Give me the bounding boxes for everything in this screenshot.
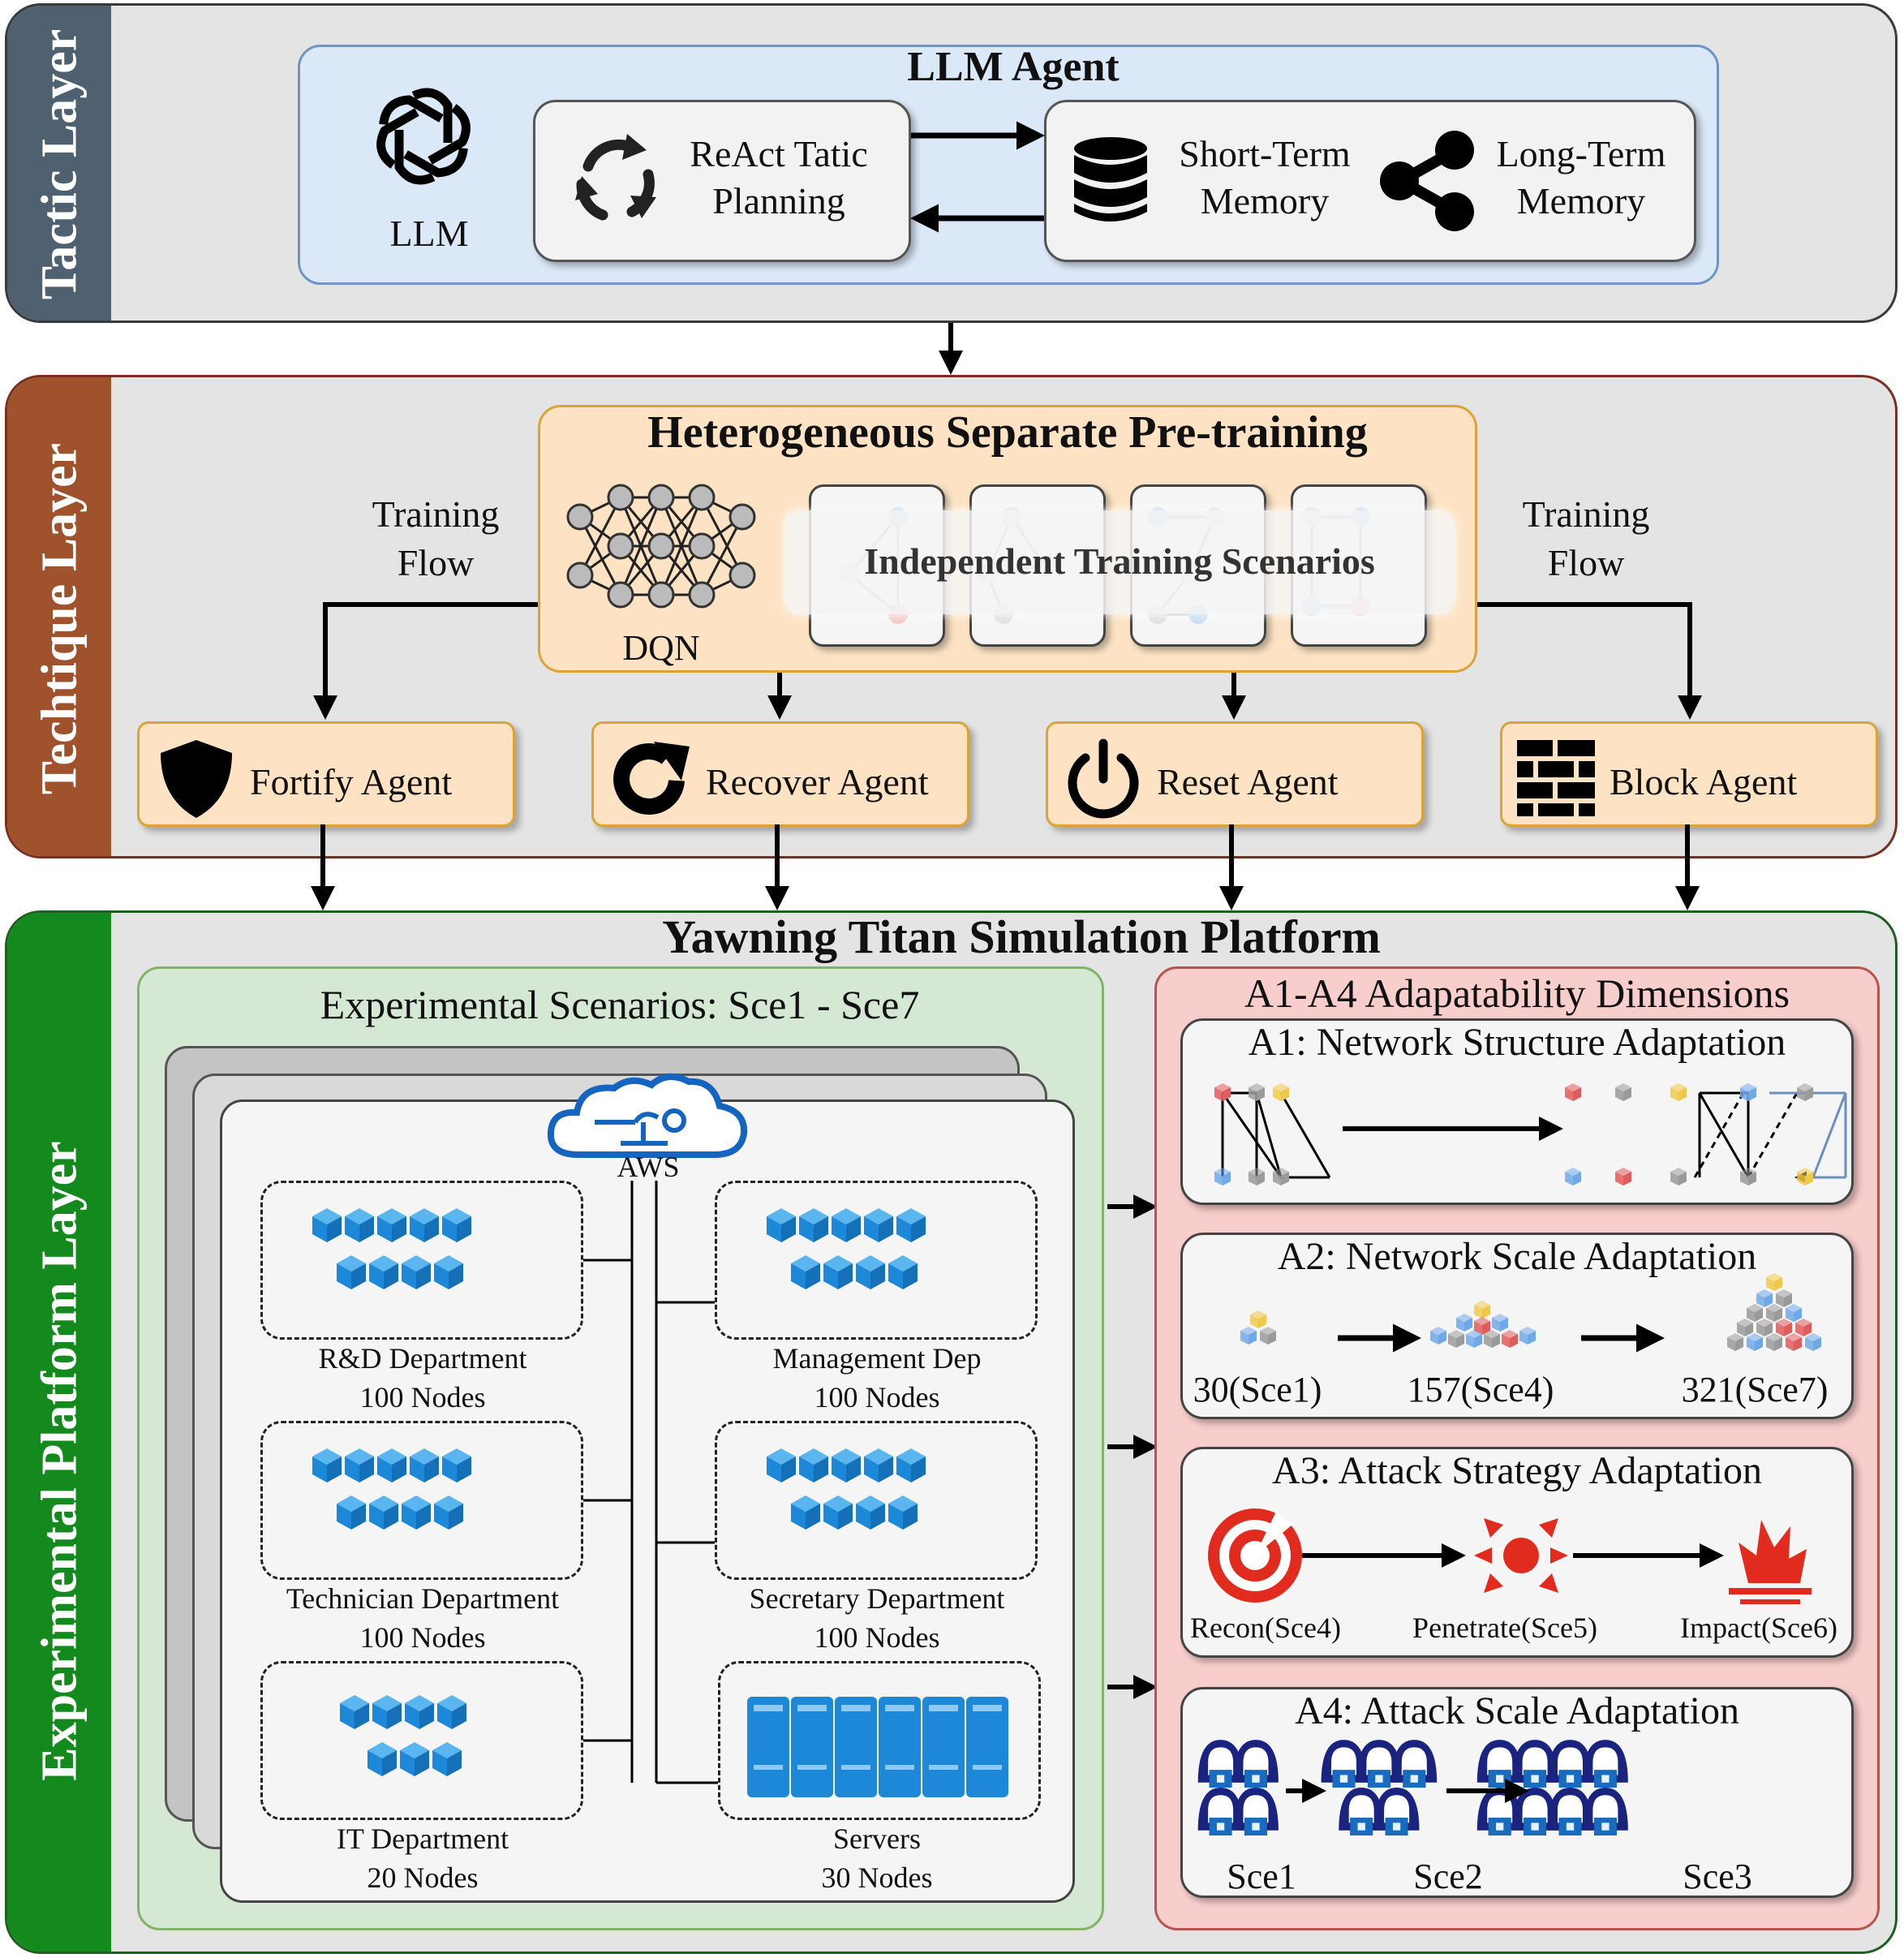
a4-label-2: Sce2 — [1413, 1857, 1483, 1896]
a3-title: A3: Attack Strategy Adaptation — [1272, 1449, 1762, 1492]
a4-label-3: Sce3 — [1683, 1857, 1752, 1896]
react-label-line2: Planning — [712, 180, 845, 222]
platform-title: Yawning Titan Simulation Platform — [662, 910, 1381, 963]
llm-agent-title: LLM Agent — [907, 44, 1120, 90]
impact-explosion-icon — [1729, 1520, 1812, 1604]
fortify-agent-label: Fortify Agent — [250, 761, 453, 803]
a3-strategy-graphic — [1208, 1508, 1812, 1604]
training-flow-left-line2: Flow — [397, 542, 475, 583]
long-term-memory-line2: Memory — [1516, 180, 1646, 222]
platform-layer-tab — [7, 913, 111, 1952]
server-racks — [747, 1697, 1008, 1797]
dept-it-name: IT Department — [336, 1822, 509, 1855]
a3-label-3: Impact(Sce6) — [1680, 1612, 1837, 1644]
dept-servers-box — [718, 1661, 1041, 1820]
aws-label: AWS — [617, 1151, 680, 1183]
dqn-label: DQN — [622, 628, 700, 668]
scenarios-overlay — [784, 510, 1455, 614]
dept-rnd-nodes: 100 Nodes — [359, 1381, 486, 1414]
llm-label: LLM — [389, 213, 469, 254]
dept-management-nodes: 100 Nodes — [814, 1381, 940, 1414]
a2-label-3: 321(Sce7) — [1681, 1370, 1829, 1409]
brick-wall-icon — [1517, 740, 1595, 816]
dept-technician-nodes: 100 Nodes — [359, 1621, 486, 1654]
pretraining-title: Heterogeneous Separate Pre-training — [647, 407, 1368, 458]
training-flow-left-line1: Training — [372, 493, 500, 535]
scenarios-title: Experimental Scenarios: Sce1 - Sce7 — [320, 982, 920, 1027]
dept-servers-nodes: 30 Nodes — [821, 1861, 933, 1894]
technique-layer-tab — [7, 377, 111, 856]
technique-layer: Techtique Layer Heterogeneous Separate P… — [5, 375, 1898, 859]
react-memory-arrows — [910, 121, 1045, 233]
dept-technician-box — [260, 1421, 583, 1580]
a3-label-1: Recon(Sce4) — [1190, 1612, 1341, 1644]
adaptability-title: A1-A4 Adapatability Dimensions — [1244, 970, 1790, 1016]
power-icon — [1068, 738, 1139, 819]
short-term-memory-line1: Short-Term — [1179, 133, 1351, 174]
a4-title: A4: Attack Scale Adaptation — [1295, 1689, 1739, 1732]
a3-label-2: Penetrate(Sce5) — [1412, 1612, 1597, 1644]
dept-secretary-name: Secretary Department — [749, 1582, 1005, 1615]
a2-label-1: 30(Sce1) — [1193, 1370, 1322, 1409]
block-agent-label: Block Agent — [1610, 761, 1798, 803]
a1-structure-graphic — [1214, 1083, 1847, 1205]
training-flow-arrows — [313, 602, 1702, 720]
a2-scale-graphic — [1240, 1273, 1821, 1353]
tactic-layer-tab — [7, 6, 111, 321]
a1-card — [1180, 1018, 1854, 1205]
memory-box — [1044, 100, 1696, 262]
openai-logo-icon — [376, 88, 471, 185]
a4-label-1: Sce1 — [1227, 1857, 1296, 1896]
long-term-memory-line1: Long-Term — [1496, 133, 1666, 174]
tactic-layer: Tactic Layer LLM Agent LLM — [5, 3, 1898, 323]
neural-network-icon — [566, 484, 756, 609]
react-label-line1: ReAct Tatic — [690, 133, 868, 174]
reset-agent: Reset Agent — [1046, 721, 1424, 827]
training-flow-right-line2: Flow — [1547, 542, 1625, 583]
dept-it-nodes: 20 Nodes — [367, 1861, 479, 1894]
dept-cubes — [312, 1181, 1008, 1797]
share-icon — [1380, 131, 1474, 231]
reset-agent-label: Reset Agent — [1157, 761, 1339, 803]
a2-title: A2: Network Scale Adaptation — [1277, 1235, 1757, 1278]
dept-rnd-box — [260, 1181, 583, 1340]
dept-rnd-name: R&D Department — [318, 1342, 527, 1375]
dept-servers-name: Servers — [833, 1822, 921, 1855]
dept-it-box — [260, 1661, 583, 1820]
recover-agent: Recover Agent — [591, 721, 969, 827]
dept-secretary-nodes: 100 Nodes — [814, 1621, 940, 1654]
short-term-memory-line2: Memory — [1200, 180, 1330, 222]
cloud-icon — [547, 1074, 748, 1158]
dept-management-box — [715, 1181, 1038, 1340]
platform-layer: Experimental Platform Layer Yawning Tita… — [5, 910, 1898, 1954]
penetrate-burst-icon — [1474, 1518, 1568, 1593]
training-flow-right-line1: Training — [1522, 493, 1650, 535]
recon-target-icon — [1208, 1508, 1302, 1603]
a2-label-2: 157(Sce4) — [1407, 1370, 1554, 1409]
scenarios-to-adapt-arrows — [1107, 1194, 1158, 1699]
shield-icon — [161, 740, 232, 818]
a4-attackers-graphic — [1197, 1740, 1628, 1835]
fortify-agent: Fortify Agent — [137, 721, 515, 827]
recover-agent-label: Recover Agent — [706, 761, 929, 803]
dept-technician-name: Technician Department — [286, 1582, 560, 1615]
scenarios-label: Independent Training Scenarios — [864, 540, 1375, 582]
cycle-arrows-icon — [575, 134, 656, 221]
a1-title: A1: Network Structure Adaptation — [1248, 1021, 1786, 1064]
dept-secretary-box — [715, 1421, 1038, 1580]
react-planning-box — [533, 100, 911, 262]
database-icon — [1074, 137, 1147, 222]
redo-icon — [613, 742, 690, 815]
dept-management-name: Management Dep — [772, 1342, 982, 1375]
